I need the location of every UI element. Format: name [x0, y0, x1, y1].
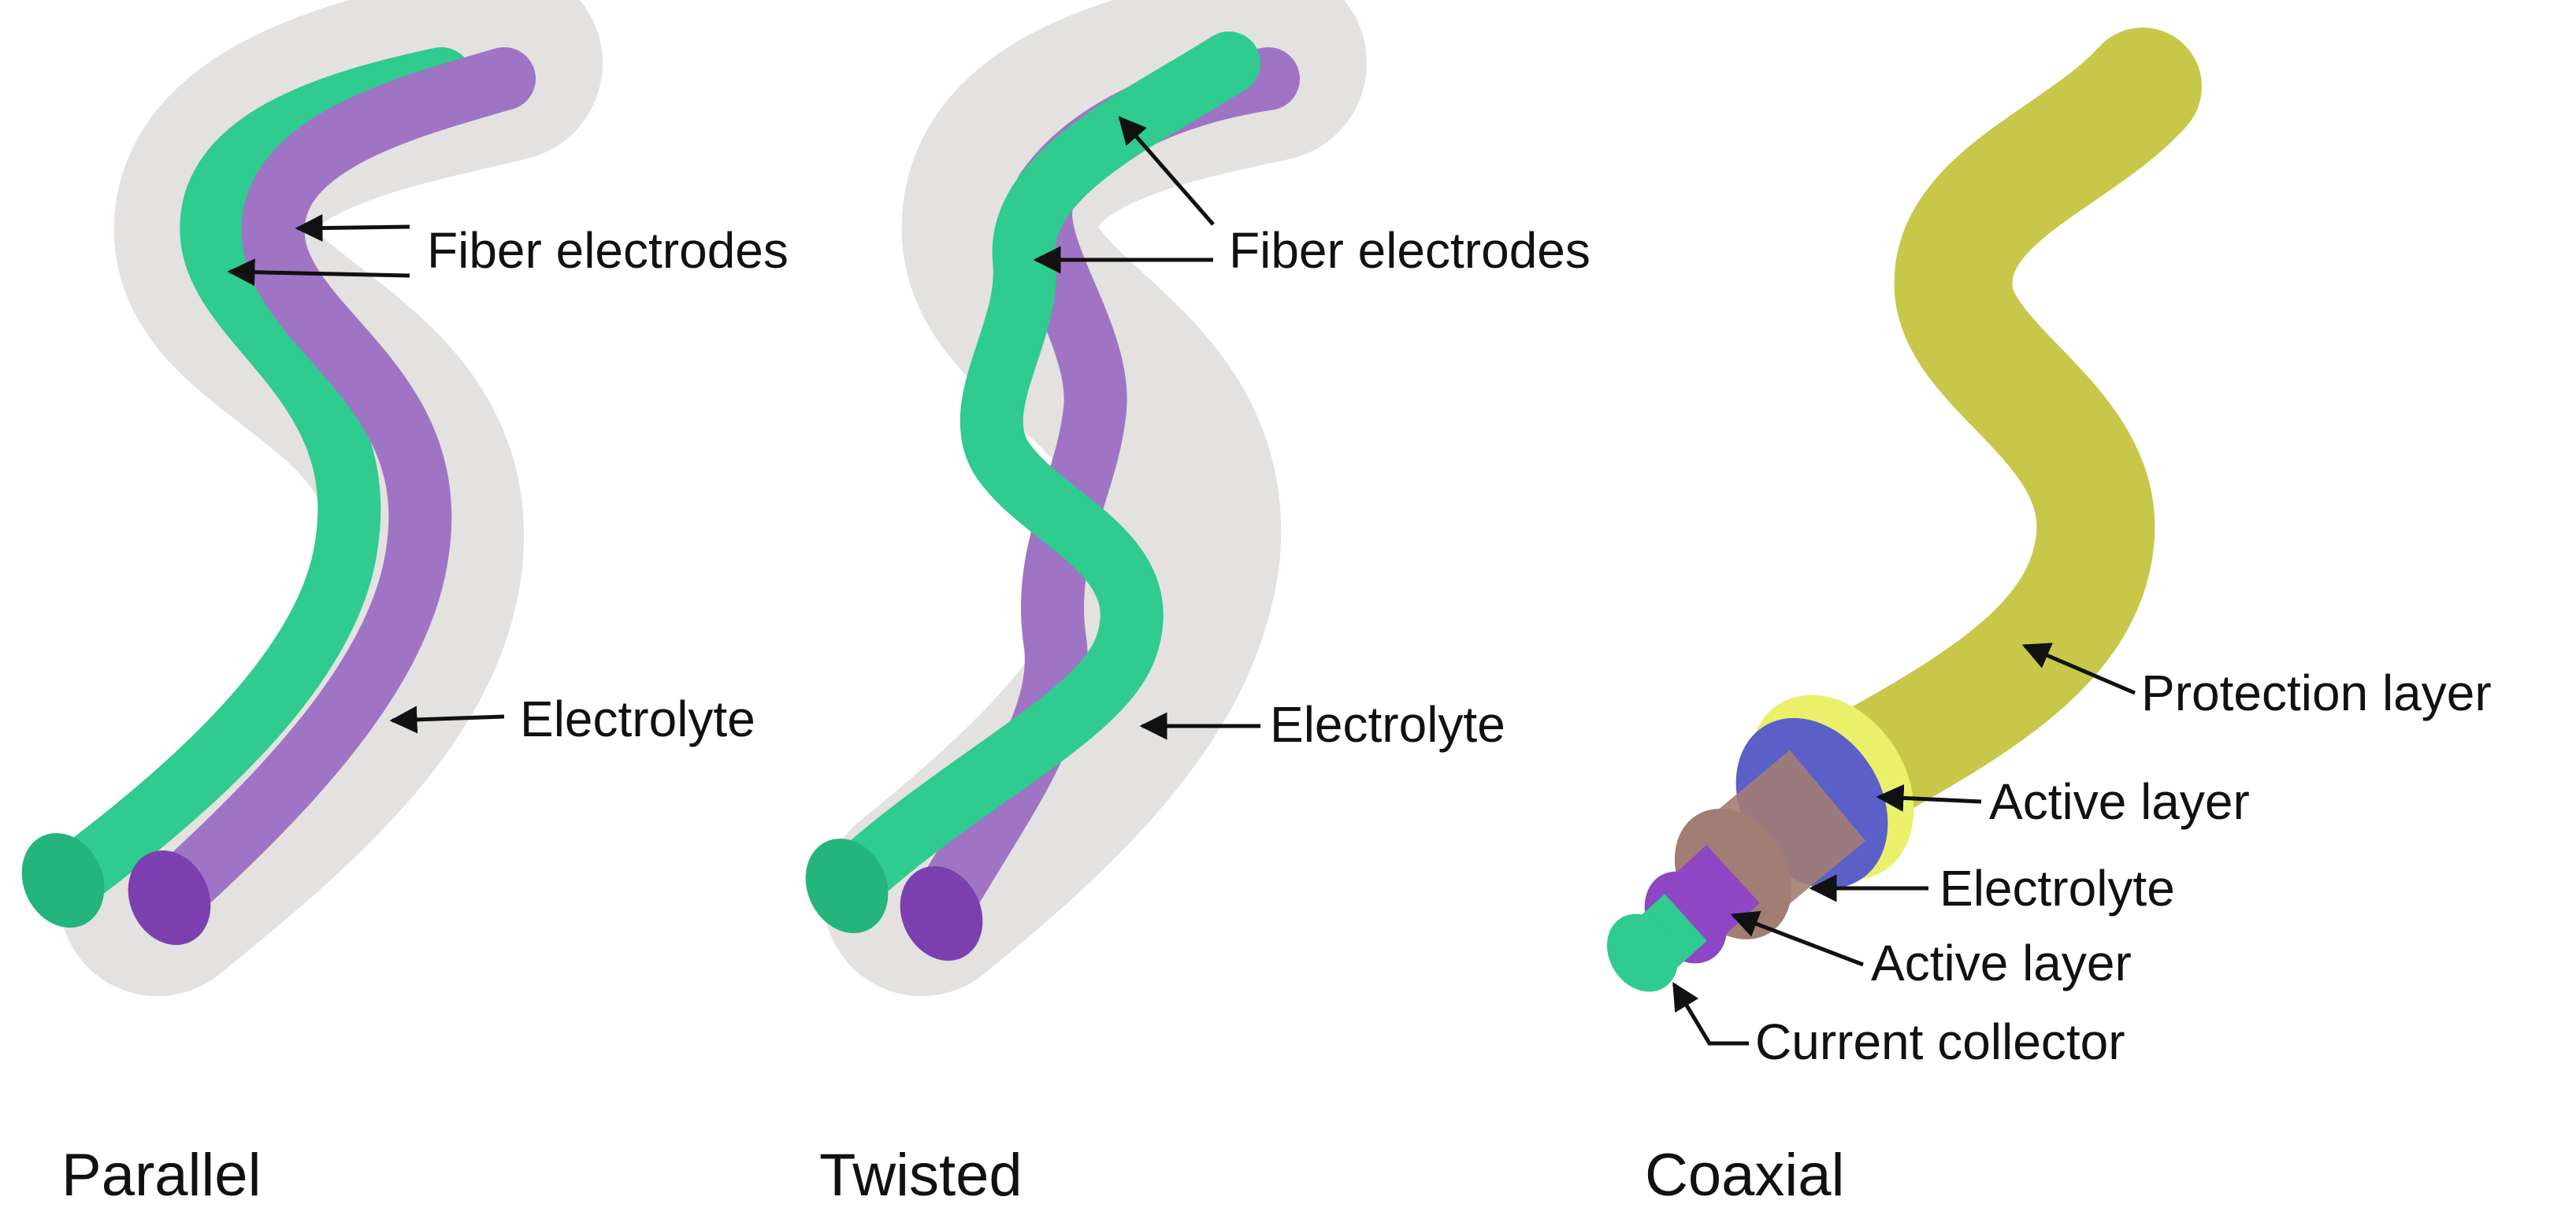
twisted-electrolyte-label: Electrolyte: [1270, 696, 1505, 753]
parallel-purple-electrode: [138, 47, 536, 929]
twisted-fiber-arrow-1: [1118, 116, 1215, 226]
twisted-fiber-label: Fiber electrodes: [1229, 222, 1591, 279]
coaxial-protection-layer: [1784, 28, 2202, 839]
coaxial-active-outer-label: Active layer: [1989, 773, 2250, 830]
twisted-green-electrode: [815, 31, 1260, 917]
parallel-fiber-label: Fiber electrodes: [427, 222, 789, 279]
coaxial-protection-arrow: [2021, 643, 2136, 695]
twisted-purple-end-cap: [900, 865, 983, 961]
panel-parallel: Fiber electrodes Electrolyte Parallel: [21, 0, 789, 1209]
coaxial-collector-arrow: [1672, 981, 1749, 1046]
twisted-caption: Twisted: [819, 1142, 1023, 1209]
parallel-caption: Parallel: [61, 1142, 261, 1209]
twisted-green-end-cap: [805, 838, 889, 934]
panel-twisted: Fiber electrodes Electrolyte Twisted: [805, 0, 1591, 1209]
coaxial-active-outer-arrow: [1876, 784, 1982, 812]
parallel-purple-end-cap: [128, 850, 211, 946]
coaxial-protection-label: Protection layer: [2141, 665, 2492, 721]
parallel-green-end-cap: [21, 832, 105, 928]
coaxial-electrolyte-label: Electrolyte: [1939, 860, 2175, 917]
parallel-electrolyte-arrow: [389, 706, 505, 734]
coaxial-caption: Coaxial: [1645, 1142, 1844, 1209]
parallel-electrolyte-label: Electrolyte: [520, 691, 755, 747]
coaxial-collector-end: [1606, 913, 1679, 992]
panel-coaxial: Protection layer Active layer Electrolyt…: [1606, 28, 2492, 1209]
coaxial-active-inner-label: Active layer: [1871, 935, 2132, 991]
parallel-fiber-arrow-1: [295, 214, 410, 243]
coaxial-collector-label: Current collector: [1755, 1013, 2125, 1070]
parallel-fiber-arrow-2: [227, 258, 410, 287]
parallel-green-electrode: [35, 47, 473, 913]
coaxial-active-inner-arrow: [1730, 910, 1864, 967]
